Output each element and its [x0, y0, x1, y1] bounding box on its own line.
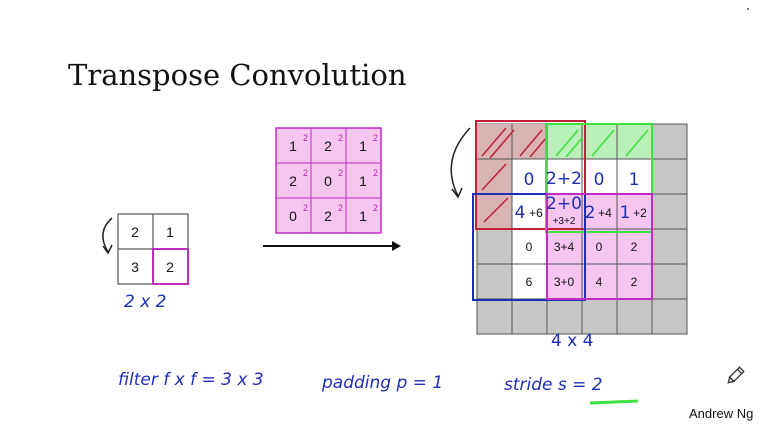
output-cell: 0: [594, 170, 605, 190]
output-cell: 1: [629, 170, 640, 190]
input-cell: 2: [131, 224, 139, 240]
right-arrow-icon: [263, 241, 401, 251]
output-cell: +3+2: [553, 216, 576, 227]
output-cell: 4: [596, 275, 603, 289]
output-cell: 0: [524, 170, 535, 190]
output-cell: 4: [515, 203, 526, 223]
filter-cell: 0: [289, 208, 297, 224]
input-cell-highlight: [152, 248, 189, 285]
filter-param: filter f x f = 3 x 3: [118, 370, 264, 390]
output-grid: 0 2+2 0 1 4 +6 2+0 +3+2 2 +4 1 +2 0 3+4 …: [472, 120, 688, 335]
output-cell: +4: [598, 206, 612, 220]
input-cell: 2: [166, 259, 174, 275]
input-cell: 3: [131, 259, 139, 275]
magenta-filter-window: [546, 193, 653, 300]
filter-cell: 2: [324, 138, 332, 154]
author-name: Andrew Ng: [689, 406, 753, 421]
filter-cell: 0: [324, 173, 332, 189]
green-filter-window: [545, 123, 653, 233]
input-size-note: 2 x 2: [124, 292, 167, 312]
output-size-note: 4 x 4: [551, 331, 594, 351]
rotate-arrow-icon: [450, 127, 471, 197]
output-cell: 0: [596, 240, 603, 254]
filter-superscript: 2: [303, 168, 308, 178]
input-cell: 1: [166, 224, 174, 240]
output-cell: 2+0: [546, 194, 582, 214]
filter-superscript: 2: [338, 133, 343, 143]
output-cell: 3+0: [554, 275, 575, 289]
page-title: Transpose Convolution: [68, 58, 407, 92]
output-cell: +2: [633, 206, 647, 220]
filter-superscript: 2: [373, 133, 378, 143]
filter-cell: 2: [289, 173, 297, 189]
pencil-icon[interactable]: [726, 366, 745, 385]
red-hatch: [481, 127, 547, 223]
filter-superscript: 2: [303, 133, 308, 143]
input-matrix: 2 1 3 2: [117, 213, 189, 285]
filter-matrix: 1 2 1 2 0 1 0 2 1 2 2 2 2 2 2 2 2 2: [275, 127, 382, 234]
stride-underline: [589, 399, 639, 405]
filter-superscript: 2: [303, 203, 308, 213]
output-cell: 3+4: [554, 240, 575, 254]
output-cell: +6: [529, 206, 543, 220]
output-cell: 2+2: [546, 169, 582, 189]
output-cell: 1: [620, 203, 631, 223]
output-cell: 2: [631, 275, 638, 289]
stride-param: stride s = 2: [504, 375, 603, 395]
filter-cell: 1: [289, 138, 297, 154]
green-hatch: [555, 129, 649, 158]
output-cell: 2: [585, 203, 596, 223]
rotate-arrow-icon: [102, 217, 113, 253]
filter-cell: 1: [359, 173, 367, 189]
filter-superscript: 2: [373, 168, 378, 178]
corner-dot: [747, 8, 749, 10]
filter-superscript: 2: [338, 203, 343, 213]
filter-cell: 2: [324, 208, 332, 224]
blue-filter-window: [472, 193, 586, 301]
output-cell: 0: [526, 240, 533, 254]
output-cell: 6: [526, 275, 533, 289]
filter-cell: 1: [359, 208, 367, 224]
filter-superscript: 2: [373, 203, 378, 213]
filter-superscript: 2: [338, 168, 343, 178]
red-filter-window: [475, 120, 586, 230]
output-cell: 2: [631, 240, 638, 254]
padding-param: padding p = 1: [321, 373, 443, 393]
filter-cell: 1: [359, 138, 367, 154]
filter-matrix-border: [275, 127, 382, 234]
